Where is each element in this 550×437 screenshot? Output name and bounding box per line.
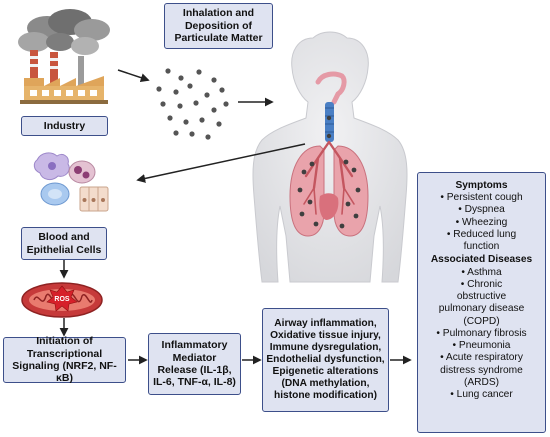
transcription-line-2: Transcriptional (26, 347, 103, 360)
disease-item: • Chronic (460, 278, 503, 290)
inhalation-line-1: Inhalation and (182, 7, 255, 20)
human-torso-icon (252, 31, 408, 283)
airway-line-1: Airway inflammation, (274, 317, 377, 329)
blood-cells-line-1: Blood and (38, 231, 90, 244)
disease-item: • Acute respiratory (440, 352, 523, 364)
arrow-lungs-to-cells (136, 143, 306, 183)
mediator-line-1: Inflammatory (161, 339, 228, 352)
airway-line-6: (DNA methylation, (281, 378, 370, 390)
symptom-item: • Reduced lung (446, 228, 517, 240)
disease-item: • Pneumonia (452, 340, 511, 352)
airway-line-4: Endothelial dysfunction, (266, 353, 385, 365)
disease-item: • Lung cancer (450, 389, 513, 401)
disease-item: (ARDS) (463, 376, 500, 388)
symptom-item: • Wheezing (455, 216, 508, 228)
mitochondrion-icon (21, 282, 103, 318)
blood-cells-line-2: Epithelial Cells (26, 243, 102, 256)
blood-cells-icon (33, 152, 109, 212)
flow-arrows (59, 69, 412, 365)
airway-line-7: histone modification) (273, 390, 377, 402)
ros-label: ROS (54, 296, 70, 303)
symptom-item: function (463, 241, 500, 253)
disease-item: pulmonary disease (438, 303, 525, 315)
airway-effects-box: Airway inflammation, Oxidative tissue in… (262, 308, 389, 412)
mediator-line-3: Release (IL-1β, (157, 364, 232, 376)
particle-cloud-icon (156, 68, 229, 140)
disease-item: • Asthma (461, 266, 502, 278)
disease-item: • Pulmonary fibrosis (436, 327, 527, 339)
disease-item: obstructive (456, 291, 507, 303)
transcription-line-1: Initiation of (36, 335, 93, 348)
inhalation-line-3: Particulate Matter (174, 32, 263, 45)
transcription-box: Initiation of Transcriptional Signaling … (3, 335, 126, 385)
symptoms-heading: Symptoms (455, 180, 508, 191)
factory-icon (18, 9, 110, 104)
disease-item: distress syndrome (440, 364, 523, 376)
symptom-item: • Persistent cough (440, 192, 523, 204)
diseases-heading: Associated Diseases (430, 254, 533, 266)
inhalation-line-2: Deposition of (184, 19, 253, 32)
mediator-line-4: IL-6, TNF-α, IL-8) (153, 376, 236, 389)
symptom-item: • Dyspnea (458, 204, 505, 216)
mediator-box: Inflammatory Mediator Release (IL-1β, IL… (148, 333, 241, 395)
mediator-line-2: Mediator (172, 351, 217, 364)
outcomes-panel: Symptoms • Persistent cough • Dyspnea • … (417, 172, 546, 433)
industry-label: Industry (43, 119, 86, 132)
inhalation-box: Inhalation and Deposition of Particulate… (164, 3, 273, 49)
industry-box: Industry (21, 116, 108, 136)
transcription-line-3: Signaling (NRF2, NF-κB) (12, 360, 117, 385)
disease-item: (COPD) (463, 315, 500, 327)
arrow-industry-to-particles (117, 69, 150, 82)
airway-line-3: Immune dysregulation, (269, 341, 382, 353)
lungs-icon (289, 102, 369, 237)
airway-line-5: Epigenetic alterations (272, 366, 379, 378)
airway-line-2: Oxidative tissue injury, (270, 329, 381, 341)
blood-cells-box: Blood and Epithelial Cells (21, 227, 107, 260)
